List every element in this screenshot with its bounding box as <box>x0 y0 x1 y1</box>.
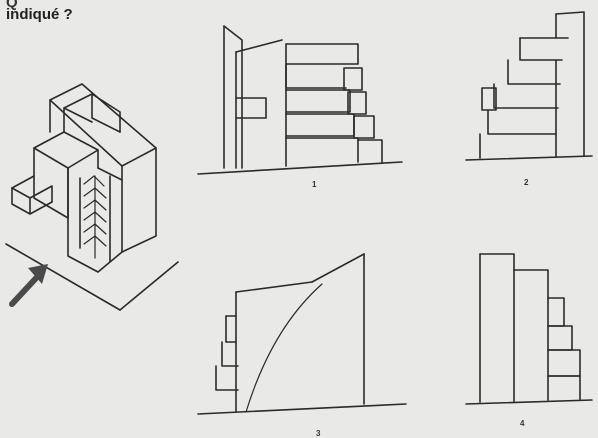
ground-line-right <box>119 261 179 311</box>
question-line-cropped: Q <box>6 0 18 11</box>
option-1-label: 1 <box>312 180 317 189</box>
option-3-figure[interactable] <box>197 253 407 415</box>
direction-arrow-icon <box>9 264 48 307</box>
question-text: Q indiqué ? <box>6 0 73 24</box>
reference-isometric-object <box>5 83 179 311</box>
option-2-label: 2 <box>524 178 529 187</box>
question-line-2: indiqué ? <box>6 6 73 23</box>
option-3-label: 3 <box>316 429 321 438</box>
option-2-figure[interactable] <box>465 11 593 161</box>
option-1-figure[interactable] <box>197 25 403 175</box>
option-4-label: 4 <box>520 419 525 428</box>
ground-line-left <box>5 243 121 311</box>
option-4-figure[interactable] <box>465 253 593 405</box>
